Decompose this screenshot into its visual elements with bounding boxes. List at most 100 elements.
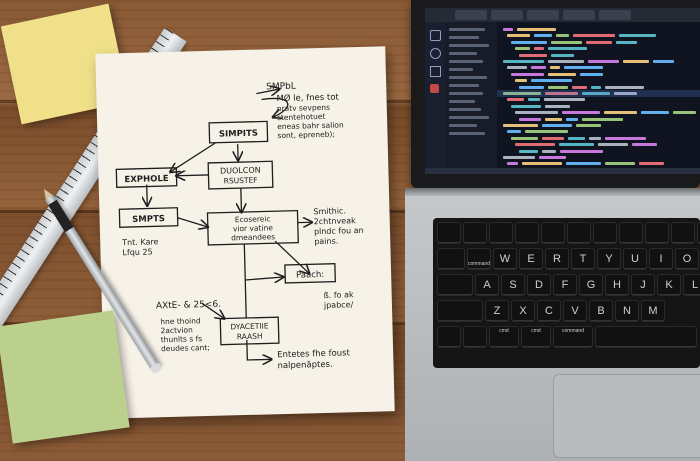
annotation-line: Tnt. Kare	[121, 237, 159, 247]
key[interactable]	[437, 248, 465, 270]
laptop-screen-bezel	[411, 0, 700, 188]
annotation-line: pratv sevpens	[277, 103, 331, 113]
arrow	[274, 240, 309, 274]
tree-item[interactable]	[449, 28, 485, 31]
flowchart-box	[115, 167, 178, 189]
key[interactable]: U	[623, 248, 647, 270]
key[interactable]	[567, 222, 591, 244]
key[interactable]: M	[641, 300, 665, 322]
key[interactable]: R	[545, 248, 569, 270]
key[interactable]: S	[501, 274, 525, 296]
tree-item[interactable]	[449, 76, 487, 79]
key[interactable]: K	[657, 274, 681, 296]
key[interactable]	[463, 222, 487, 244]
code-token	[632, 143, 657, 147]
code-token	[548, 72, 576, 76]
annotation-line: deudes cant;	[161, 343, 210, 353]
code-token	[507, 34, 530, 38]
editor-tab[interactable]	[527, 10, 559, 20]
key[interactable]	[595, 326, 697, 348]
tree-item[interactable]	[449, 44, 489, 47]
key[interactable]: command	[553, 326, 593, 348]
editor-tab[interactable]	[491, 10, 523, 20]
key[interactable]	[645, 222, 669, 244]
green-sticky-note	[0, 310, 130, 444]
tree-item[interactable]	[449, 100, 475, 103]
key[interactable]: cmd	[521, 326, 551, 348]
code-token	[559, 143, 594, 147]
key[interactable]: E	[519, 248, 543, 270]
annotation-line: plndc fou an	[314, 226, 364, 236]
code-token	[507, 98, 524, 102]
key[interactable]	[515, 222, 539, 244]
key[interactable]	[437, 300, 483, 322]
tree-item[interactable]	[449, 108, 481, 111]
key[interactable]: T	[571, 248, 595, 270]
tree-item[interactable]	[449, 124, 477, 127]
key[interactable]: C	[537, 300, 561, 322]
key[interactable]: L	[683, 274, 700, 296]
key[interactable]: A	[475, 274, 499, 296]
tree-item[interactable]	[449, 92, 483, 95]
code-token	[507, 130, 521, 134]
code-token	[588, 60, 619, 63]
code-token	[548, 47, 587, 51]
tree-item[interactable]	[449, 36, 479, 39]
node-label: RAASH	[237, 332, 263, 342]
key[interactable]: Y	[597, 248, 621, 270]
code-token	[517, 28, 556, 31]
editor-tab[interactable]	[455, 10, 487, 20]
code-token	[534, 34, 552, 38]
key[interactable]	[437, 274, 473, 296]
key[interactable]	[437, 222, 461, 244]
key[interactable]	[619, 222, 643, 244]
key[interactable]: D	[527, 274, 551, 296]
tree-item[interactable]	[449, 84, 479, 87]
key[interactable]	[489, 222, 513, 244]
code-token	[564, 66, 603, 70]
editor-tab[interactable]	[563, 10, 595, 20]
key[interactable]: command	[467, 248, 491, 270]
key[interactable]: Z	[485, 300, 509, 322]
key[interactable]	[671, 222, 695, 244]
code-token	[511, 104, 541, 108]
search-icon[interactable]	[430, 48, 441, 59]
explorer-icon[interactable]	[430, 30, 441, 41]
key[interactable]: F	[553, 274, 577, 296]
code-token	[503, 124, 538, 127]
node-label: SIMPITS	[219, 129, 258, 140]
code-token	[542, 149, 556, 153]
code-area[interactable]	[497, 22, 700, 172]
key[interactable]	[593, 222, 617, 244]
key[interactable]: G	[579, 274, 603, 296]
activity-bar	[425, 22, 445, 172]
tree-item[interactable]	[449, 68, 473, 71]
key[interactable]: W	[493, 248, 517, 270]
key[interactable]: O	[675, 248, 699, 270]
trackpad[interactable]	[553, 374, 700, 458]
key[interactable]: V	[563, 300, 587, 322]
key[interactable]: cmd	[489, 326, 519, 348]
arrow	[241, 188, 242, 212]
arrow	[256, 89, 279, 94]
flowchart-box	[206, 209, 299, 246]
key[interactable]	[437, 326, 461, 348]
key[interactable]: H	[605, 274, 629, 296]
tree-item[interactable]	[449, 116, 489, 119]
key[interactable]: I	[649, 248, 673, 270]
key[interactable]: N	[615, 300, 639, 322]
source-control-icon[interactable]	[430, 66, 441, 77]
code-token	[605, 85, 644, 89]
key[interactable]: X	[511, 300, 535, 322]
key[interactable]	[541, 222, 565, 244]
code-token	[534, 47, 544, 51]
tree-item[interactable]	[449, 52, 477, 55]
debug-icon[interactable]	[430, 84, 439, 93]
tree-item[interactable]	[449, 132, 485, 135]
editor-tab[interactable]	[599, 10, 631, 20]
key[interactable]: B	[589, 300, 613, 322]
key[interactable]	[463, 326, 487, 348]
key[interactable]	[697, 222, 700, 244]
key[interactable]: J	[631, 274, 655, 296]
tree-item[interactable]	[449, 60, 483, 63]
